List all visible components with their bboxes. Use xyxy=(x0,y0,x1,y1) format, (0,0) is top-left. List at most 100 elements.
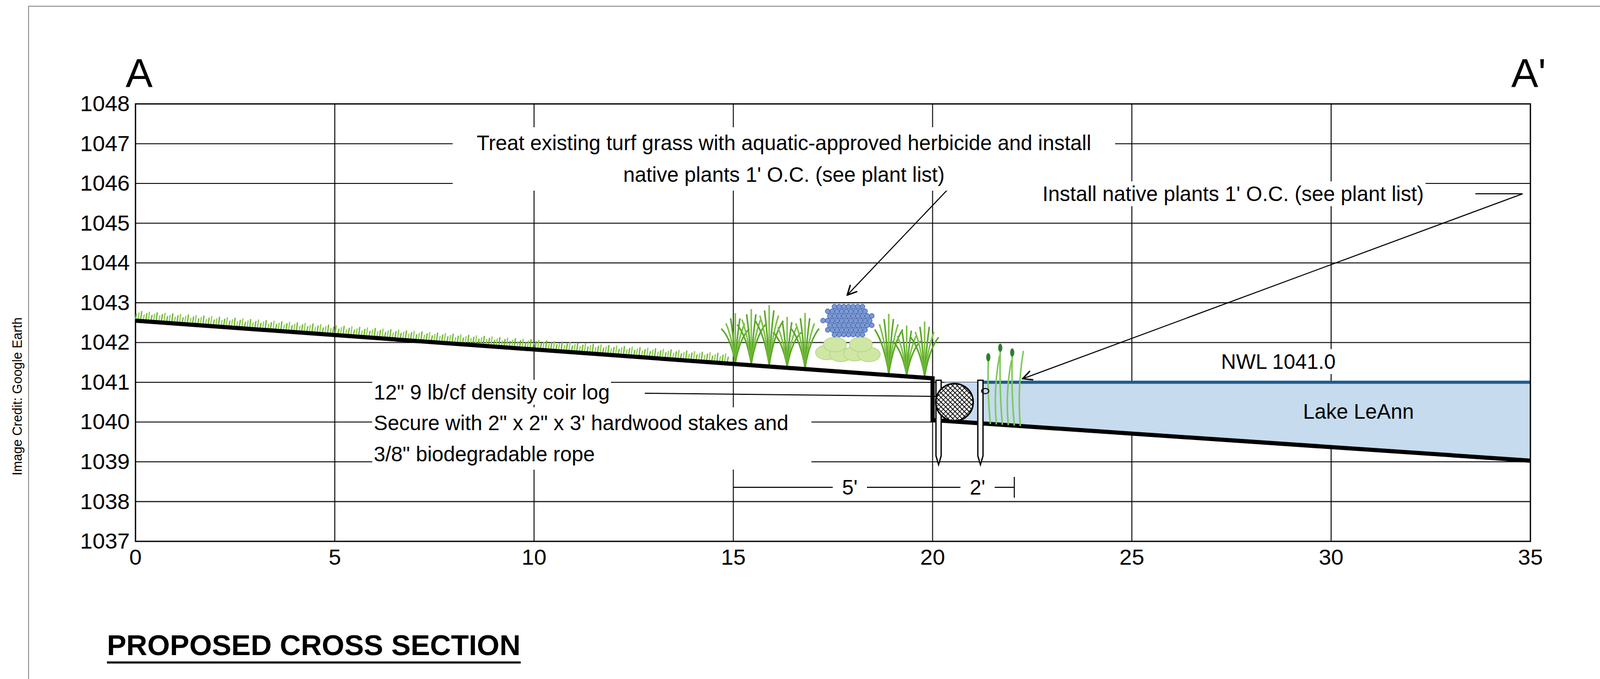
grass-blade xyxy=(402,331,404,338)
grass-blade xyxy=(589,344,591,352)
grass-blade xyxy=(210,316,212,325)
grass-blade xyxy=(522,338,524,347)
flower xyxy=(841,304,847,309)
grass-blade xyxy=(182,317,184,323)
grass-blade xyxy=(421,331,423,340)
grid-line xyxy=(334,103,336,541)
grass-blade xyxy=(379,329,381,337)
grass-blade xyxy=(363,328,365,336)
grass-blade xyxy=(241,318,243,327)
grass-blade xyxy=(143,314,145,320)
flower xyxy=(862,327,868,333)
flower xyxy=(841,313,847,319)
flower xyxy=(834,318,840,323)
grass-blade xyxy=(267,323,269,329)
grass-blade xyxy=(693,350,695,360)
grass-blade xyxy=(335,324,337,334)
grass-blade xyxy=(675,350,677,358)
grass-blade xyxy=(254,320,256,328)
grass-blade xyxy=(195,315,197,324)
grass-blade xyxy=(151,314,153,320)
grass-blade xyxy=(174,316,176,322)
planting-callout: Treat existing turf grass with aquatic-a… xyxy=(452,127,1116,191)
grass-blade xyxy=(618,348,620,354)
grass-blade xyxy=(140,310,142,320)
flower xyxy=(850,322,856,328)
dimension-label: 2' xyxy=(968,474,987,500)
grass-blade xyxy=(633,349,635,356)
grass-blade xyxy=(449,334,451,342)
grid xyxy=(135,103,1531,541)
grass-blade xyxy=(506,337,508,346)
grass-blade xyxy=(441,334,443,342)
elevation-tick-label: 1038 xyxy=(79,487,130,515)
lake-water xyxy=(944,382,1531,461)
aquatic-blade xyxy=(995,355,1000,425)
aquatic-blade xyxy=(1019,350,1024,426)
elevation-tick-label: 1039 xyxy=(79,448,130,476)
grass-blade xyxy=(330,327,332,333)
grass-blade xyxy=(719,356,721,362)
grass-blade xyxy=(358,326,360,335)
grid-line xyxy=(135,460,1531,463)
grass-blade xyxy=(566,343,568,350)
coir-log xyxy=(892,381,1014,423)
grass-blade xyxy=(543,341,545,349)
flower xyxy=(827,322,833,328)
grass-blade xyxy=(314,326,316,332)
grass-blade xyxy=(257,319,259,328)
dimension-line xyxy=(733,486,833,488)
grass-blade xyxy=(413,330,415,340)
grass-blade xyxy=(223,318,225,325)
flower xyxy=(830,308,835,314)
grass-blade xyxy=(348,327,350,335)
flower xyxy=(834,308,840,314)
grass-blade xyxy=(148,311,150,320)
grass-blade xyxy=(646,347,648,356)
grass-blade xyxy=(628,347,630,355)
elevation-tick-label: 1046 xyxy=(79,169,130,197)
grass-blade xyxy=(187,314,189,323)
grass-blade xyxy=(688,353,690,359)
grass-blade xyxy=(345,328,347,334)
coir-outline xyxy=(936,383,974,421)
grass-blade xyxy=(615,345,617,354)
grass-blade xyxy=(678,349,680,359)
grass-blade xyxy=(226,317,228,326)
grass-blade xyxy=(532,342,534,348)
grass-blade xyxy=(644,348,646,356)
turf-grass xyxy=(135,310,729,362)
grass-blade xyxy=(607,344,609,354)
flower xyxy=(858,318,863,323)
grass-blade xyxy=(553,340,555,349)
grass-blade xyxy=(491,336,493,345)
coir-fiber xyxy=(948,381,991,423)
elevation-tick-label: 1045 xyxy=(79,209,130,237)
grass-blade xyxy=(698,353,700,360)
grass-blade xyxy=(480,336,482,344)
elevation-tick-label: 1043 xyxy=(79,289,130,317)
grass-blade xyxy=(519,340,521,347)
grass-blade xyxy=(408,333,410,339)
flower xyxy=(853,327,859,333)
grass-blade xyxy=(504,339,506,346)
elevation-tick-label: 1047 xyxy=(79,130,130,158)
grid-line xyxy=(1330,103,1332,541)
grass-blade xyxy=(563,344,565,350)
grass-blade xyxy=(301,323,303,331)
flower xyxy=(836,332,842,337)
grass-blade xyxy=(548,343,550,349)
grass-blade xyxy=(164,312,166,321)
grass-blade xyxy=(353,329,355,335)
grass-blade xyxy=(400,332,402,338)
plant-blade xyxy=(906,341,921,375)
grass-blade xyxy=(215,317,218,325)
grass-blade xyxy=(556,344,558,350)
grass-blade xyxy=(156,312,158,321)
grass-blade xyxy=(145,313,147,320)
grass-blade xyxy=(535,341,537,348)
grass-blade xyxy=(561,341,563,350)
grass-blade xyxy=(602,347,604,353)
flower xyxy=(860,304,865,309)
